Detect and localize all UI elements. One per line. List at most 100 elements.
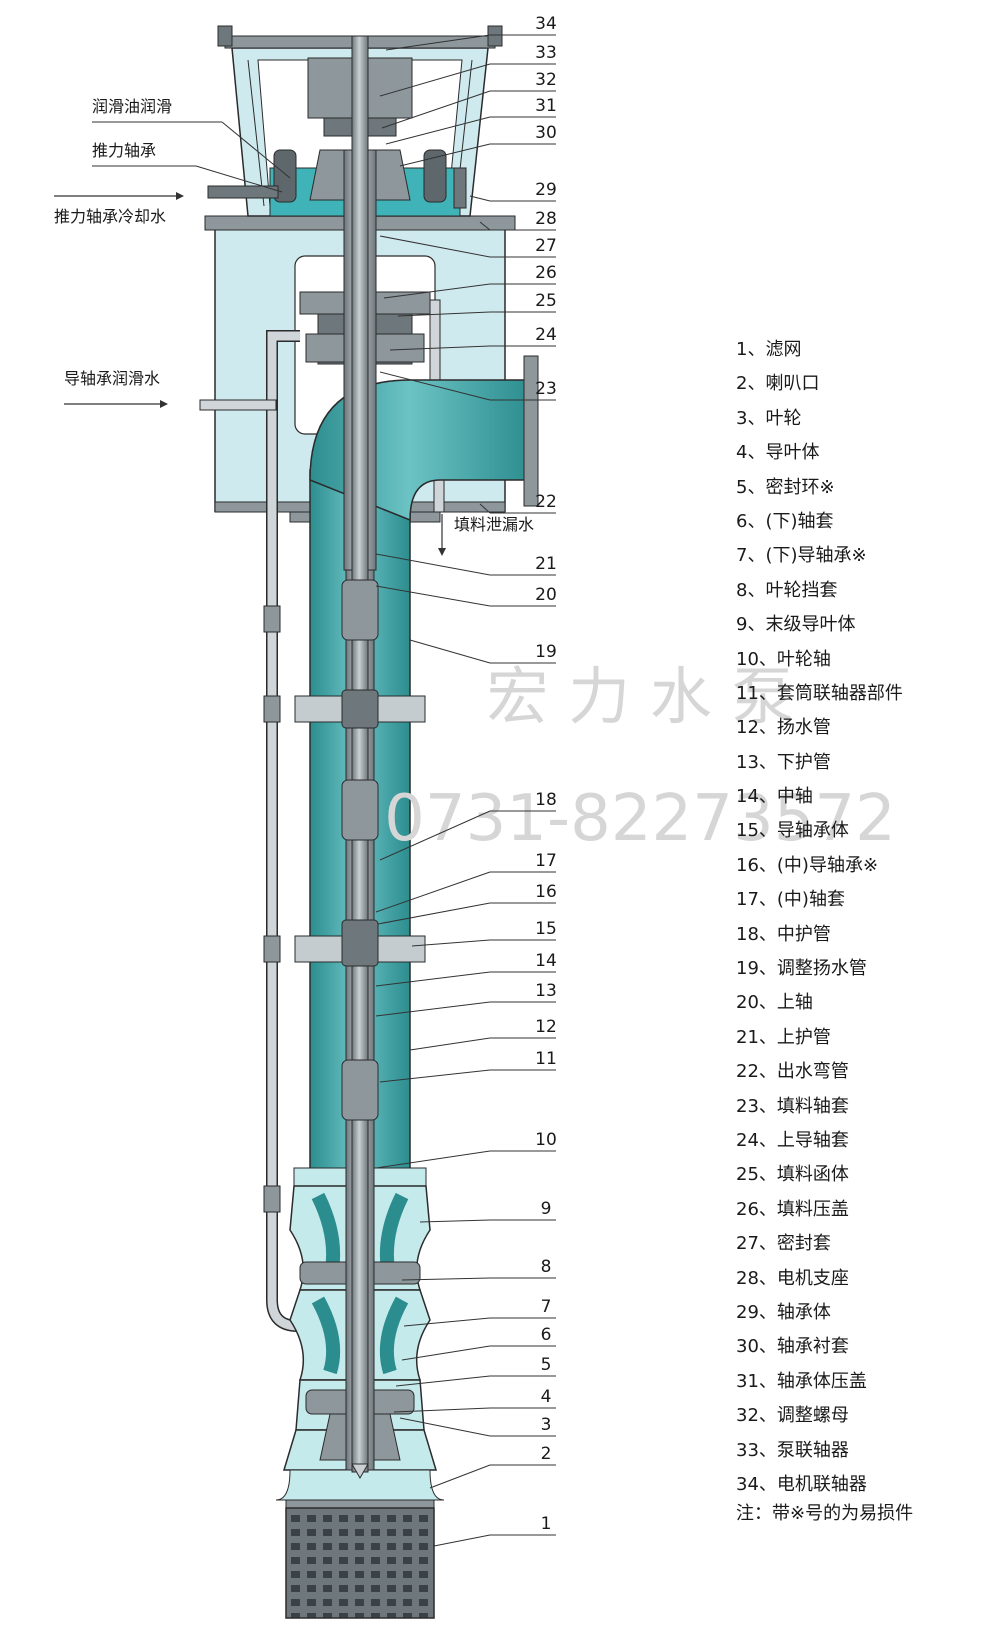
callout-number: 33	[535, 43, 557, 63]
part-item: 17、(中)轴套	[736, 889, 845, 911]
part-item: 27、密封套	[736, 1233, 831, 1255]
part-item: 18、中护管	[736, 923, 831, 945]
part-item: 15、导轴承体	[736, 820, 849, 842]
part-item: 3、叶轮	[736, 407, 802, 429]
callout-number: 25	[535, 291, 557, 311]
part-item: 10、叶轮轴	[736, 648, 831, 670]
callout-leader	[409, 1037, 491, 1051]
part-item: 11、套筒联轴器部件	[736, 682, 903, 704]
shaft	[341, 35, 379, 1480]
callout-leader	[469, 195, 491, 202]
label-packing-leak-water: 填料泄漏水	[454, 515, 534, 534]
callout-leader	[377, 902, 491, 925]
callout-number: 3	[541, 1415, 552, 1435]
callout-leader	[403, 1317, 491, 1327]
part-item: 33、泵联轴器	[736, 1439, 849, 1461]
part-item: 12、扬水管	[736, 717, 831, 739]
callout-number: 32	[535, 70, 557, 90]
callout-leader	[375, 585, 491, 607]
callout-leader	[385, 34, 491, 51]
callout-leader	[385, 116, 491, 145]
callout-leader	[479, 503, 491, 514]
callout-leader	[383, 283, 491, 299]
callout-number: 1	[541, 1514, 552, 1534]
callout-number: 8	[541, 1257, 552, 1277]
part-item: 30、轴承衬套	[736, 1336, 849, 1358]
callout-number: 23	[535, 379, 557, 399]
callout-number: 7	[541, 1297, 552, 1317]
callouts: 3433323130292827262524232221201918171615…	[375, 14, 557, 1547]
part-item: 28、电机支座	[736, 1267, 849, 1289]
part-item: 7、(下)导轴承※	[736, 545, 867, 567]
callout-leader	[399, 143, 491, 167]
strainer	[285, 1507, 435, 1619]
callout-number: 5	[541, 1355, 552, 1375]
label-thrust-bearing: 推力轴承	[92, 141, 156, 160]
part-item: 16、(中)导轴承※	[736, 854, 879, 876]
callout-number: 28	[535, 209, 557, 229]
callout-number: 18	[535, 790, 557, 810]
callout-number: 29	[535, 180, 557, 200]
callout-leader	[379, 1069, 491, 1083]
part-item: 29、轴承体	[736, 1301, 831, 1323]
callout-number: 26	[535, 263, 557, 283]
callout-number: 14	[535, 951, 557, 971]
callout-leader	[419, 1219, 491, 1223]
callout-leader	[401, 1277, 491, 1281]
callout-number: 16	[535, 882, 557, 902]
label-lubricating-oil: 润滑油润滑	[92, 97, 172, 116]
callout-number: 4	[541, 1387, 552, 1407]
callout-number: 21	[535, 554, 557, 574]
part-item: 8、叶轮挡套	[736, 579, 838, 601]
callout-leader	[397, 311, 491, 317]
part-item: 31、轴承体压盖	[736, 1370, 867, 1392]
callout-number: 30	[535, 123, 557, 143]
callout-leader	[401, 1345, 491, 1361]
part-item: 24、上导轴套	[736, 1129, 849, 1151]
callout-leader	[389, 345, 491, 351]
callout-leader	[379, 810, 491, 861]
callout-number: 11	[535, 1049, 557, 1069]
part-item: 14、中轴	[736, 786, 813, 808]
callout-leader	[381, 90, 491, 129]
part-item: 2、喇叭口	[736, 373, 820, 395]
part-item: 22、出水弯管	[736, 1061, 849, 1083]
callout-leader	[379, 371, 491, 401]
callout-number: 22	[535, 492, 557, 512]
part-item: 1、滤网	[736, 339, 802, 360]
callout-leader	[379, 235, 491, 258]
callout-leader	[479, 221, 491, 231]
callout-leader	[375, 1001, 491, 1017]
callout-number: 12	[535, 1017, 557, 1037]
callout-number: 19	[535, 642, 557, 662]
callout-leader	[399, 1417, 491, 1437]
watermark-phone: 0731-82273572	[384, 782, 896, 856]
part-item: 23、填料轴套	[736, 1095, 849, 1117]
part-item: 19、调整扬水管	[736, 958, 867, 980]
part-item: 26、填料压盖	[736, 1198, 849, 1220]
callout-number: 27	[535, 236, 557, 256]
callout-number: 17	[535, 851, 557, 871]
part-item: 4、导叶体	[736, 442, 820, 464]
part-item: 25、填料函体	[736, 1164, 849, 1186]
part-item: 34、电机联轴器	[736, 1473, 867, 1495]
label-thrust-cooling-water: 推力轴承冷却水	[54, 207, 166, 226]
part-item: 32、调整螺母	[736, 1405, 849, 1427]
callout-leader	[411, 939, 491, 947]
part-item: 21、上护管	[736, 1026, 831, 1048]
callout-number: 20	[535, 585, 557, 605]
callout-leader	[379, 63, 491, 97]
callout-leader	[433, 1534, 491, 1547]
callout-leader	[375, 871, 491, 913]
callout-leader	[375, 1150, 491, 1169]
callout-leader	[393, 1407, 491, 1413]
callout-leader	[429, 1464, 491, 1489]
side-labels: 润滑油润滑 推力轴承 推力轴承冷却水 导轴承润滑水 填料泄漏水	[54, 97, 534, 556]
callout-leader	[395, 1375, 491, 1387]
part-item: 20、上轴	[736, 992, 813, 1014]
callout-number: 15	[535, 919, 557, 939]
callout-number: 6	[541, 1325, 552, 1345]
callout-number: 24	[535, 325, 557, 345]
